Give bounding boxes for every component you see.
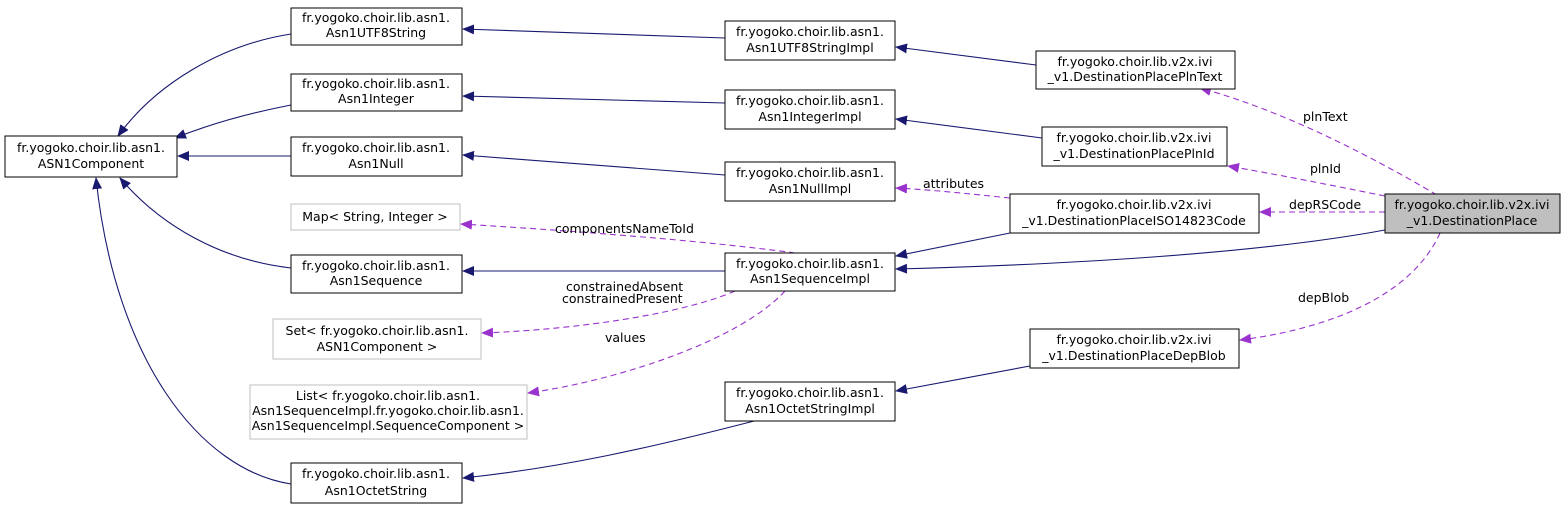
node-list-sequencecomponent-line2: Asn1SequenceImpl.fr.yogoko.choir.lib.asn… (252, 403, 524, 418)
node-asn1utf8string[interactable]: fr.yogoko.choir.lib.asn1. Asn1UTF8String (290, 7, 463, 46)
node-map-string-integer[interactable]: Map< String, Integer > (290, 203, 461, 231)
edge-label-constrained-absent: constrainedAbsent (566, 279, 683, 294)
node-asn1utf8string-line1: fr.yogoko.choir.lib.asn1. (302, 10, 450, 25)
edge-label-plntext: plnText (1303, 109, 1348, 124)
edge-depblob-to-octetstringimpl (895, 365, 1031, 394)
edge-label-attributes: attributes (923, 176, 984, 191)
node-asn1sequenceimpl[interactable]: fr.yogoko.choir.lib.asn1. Asn1SequenceIm… (724, 252, 896, 292)
edge-utf8stringimpl-to-utf8string (462, 24, 726, 39)
node-asn1integerimpl-line2: Asn1IntegerImpl (758, 109, 861, 124)
node-destinationplace-line2: _v1.DestinationPlace (1406, 213, 1538, 228)
node-asn1octetstringimpl-line2: Asn1OctetStringImpl (745, 401, 875, 416)
node-asn1nullimpl[interactable]: fr.yogoko.choir.lib.asn1. Asn1NullImpl (724, 161, 896, 202)
edge-label-depblob: depBlob (1298, 290, 1349, 305)
edge-usage-plnid (1227, 162, 1386, 197)
edge-sequence-to-asn1component (119, 177, 292, 269)
edge-octetstring-to-asn1component (92, 177, 292, 485)
node-destinationplaceiso14823code[interactable]: fr.yogoko.choir.lib.v2x.ivi _v1.Destinat… (1009, 193, 1260, 234)
node-destinationplaceiso14823code-line1: fr.yogoko.choir.lib.v2x.ivi (1057, 197, 1212, 212)
node-asn1octetstring[interactable]: fr.yogoko.choir.lib.asn1. Asn1OctetStrin… (290, 462, 463, 504)
node-destinationplace-line1: fr.yogoko.choir.lib.v2x.ivi (1395, 197, 1550, 212)
edge-iso14823-to-sequenceimpl (895, 232, 1011, 259)
node-set-asn1component[interactable]: Set< fr.yogoko.choir.lib.asn1. ASN1Compo… (272, 318, 482, 360)
node-asn1sequence[interactable]: fr.yogoko.choir.lib.asn1. Asn1Sequence (290, 254, 463, 294)
edge-usage-depblob (1239, 232, 1441, 344)
edge-utf8string-to-asn1component (117, 33, 292, 137)
edge-label-values: values (605, 330, 646, 345)
node-asn1octetstringimpl[interactable]: fr.yogoko.choir.lib.asn1. Asn1OctetStrin… (724, 381, 896, 422)
edge-label-constrained-present: constrainedPresent (562, 291, 683, 306)
edge-label-deprscode: depRSCode (1289, 197, 1361, 212)
node-asn1component-line1: fr.yogoko.choir.lib.asn1. (17, 140, 165, 155)
node-destinationplaceplntext[interactable]: fr.yogoko.choir.lib.v2x.ivi _v1.Destinat… (1035, 50, 1236, 90)
node-asn1nullimpl-line2: Asn1NullImpl (769, 181, 851, 196)
edge-plnid-to-integerimpl (895, 115, 1043, 139)
node-list-sequencecomponent-line1: List< fr.yogoko.choir.lib.asn1. (296, 388, 480, 403)
node-destinationplaceplntext-line1: fr.yogoko.choir.lib.v2x.ivi (1058, 54, 1213, 69)
edge-nullimpl-to-null (462, 150, 726, 176)
node-set-asn1component-line1: Set< fr.yogoko.choir.lib.asn1. (286, 323, 469, 338)
node-asn1null-line2: Asn1Null (348, 156, 403, 171)
node-destinationplacedepblob-line1: fr.yogoko.choir.lib.v2x.ivi (1057, 332, 1212, 347)
edge-usage-values (527, 290, 786, 397)
node-destinationplace[interactable]: fr.yogoko.choir.lib.v2x.ivi _v1.Destinat… (1384, 193, 1561, 234)
node-destinationplacedepblob[interactable]: fr.yogoko.choir.lib.v2x.ivi _v1.Destinat… (1029, 328, 1240, 369)
node-asn1sequence-line2: Asn1Sequence (330, 273, 423, 288)
node-asn1integerimpl-line1: fr.yogoko.choir.lib.asn1. (736, 93, 884, 108)
node-asn1integer[interactable]: fr.yogoko.choir.lib.asn1. Asn1Integer (290, 73, 463, 112)
node-asn1octetstring-line2: Asn1OctetString (325, 483, 427, 498)
node-asn1utf8stringimpl-line1: fr.yogoko.choir.lib.asn1. (736, 24, 884, 39)
edge-destinationplace-to-sequenceimpl (895, 229, 1386, 274)
edge-label-plnid: plnId (1310, 161, 1341, 176)
node-destinationplaceplnid-line1: fr.yogoko.choir.lib.v2x.ivi (1057, 130, 1212, 145)
node-asn1integerimpl[interactable]: fr.yogoko.choir.lib.asn1. Asn1IntegerImp… (724, 89, 896, 130)
node-asn1null[interactable]: fr.yogoko.choir.lib.asn1. Asn1Null (290, 136, 463, 177)
edge-integerimpl-to-integer (462, 91, 726, 104)
node-destinationplaceplnid[interactable]: fr.yogoko.choir.lib.v2x.ivi _v1.Destinat… (1041, 126, 1228, 167)
edge-usage-attributes (895, 183, 1011, 199)
node-asn1component-line2: ASN1Component (38, 156, 144, 171)
node-asn1null-line1: fr.yogoko.choir.lib.asn1. (302, 140, 450, 155)
node-asn1octetstring-line1: fr.yogoko.choir.lib.asn1. (302, 466, 450, 481)
node-asn1sequenceimpl-line2: Asn1SequenceImpl (750, 271, 870, 286)
node-destinationplacedepblob-line2: _v1.DestinationPlaceDepBlob (1041, 348, 1225, 363)
edge-integer-to-asn1component (174, 104, 292, 139)
node-set-asn1component-line2: ASN1Component > (317, 339, 438, 354)
edge-usage-componentsnametoid (460, 219, 796, 254)
node-asn1component[interactable]: fr.yogoko.choir.lib.asn1. ASN1Component (4, 135, 178, 178)
node-destinationplaceiso14823code-line2: _v1.DestinationPlaceISO14823Code (1021, 213, 1246, 228)
edge-plntext-to-utf8stringimpl (895, 43, 1037, 66)
node-map-string-integer-label: Map< String, Integer > (302, 209, 448, 224)
edge-label-componentsnametoid: componentsNameToId (555, 221, 694, 236)
node-list-sequencecomponent-line3: Asn1SequenceImpl.SequenceComponent > (252, 418, 525, 433)
node-asn1octetstringimpl-line1: fr.yogoko.choir.lib.asn1. (736, 385, 884, 400)
node-asn1utf8string-line2: Asn1UTF8String (326, 25, 426, 40)
edge-usage-constrained (481, 290, 736, 338)
node-destinationplaceplnid-line2: _v1.DestinationPlacePlnId (1052, 146, 1214, 161)
node-asn1utf8stringimpl-line2: Asn1UTF8StringImpl (746, 40, 873, 55)
node-asn1integer-line1: fr.yogoko.choir.lib.asn1. (302, 76, 450, 91)
node-asn1sequenceimpl-line1: fr.yogoko.choir.lib.asn1. (736, 256, 884, 271)
node-asn1utf8stringimpl[interactable]: fr.yogoko.choir.lib.asn1. Asn1UTF8String… (724, 20, 896, 61)
edge-octetstringimpl-to-octetstring (462, 419, 759, 482)
node-asn1sequence-line1: fr.yogoko.choir.lib.asn1. (302, 258, 450, 273)
node-destinationplaceplntext-line2: _v1.DestinationPlacePlnText (1047, 69, 1223, 84)
edge-usage-plntext (1199, 86, 1438, 196)
node-asn1nullimpl-line1: fr.yogoko.choir.lib.asn1. (736, 165, 884, 180)
node-asn1integer-line2: Asn1Integer (338, 91, 415, 106)
node-list-sequencecomponent[interactable]: List< fr.yogoko.choir.lib.asn1. Asn1Sequ… (249, 384, 528, 440)
